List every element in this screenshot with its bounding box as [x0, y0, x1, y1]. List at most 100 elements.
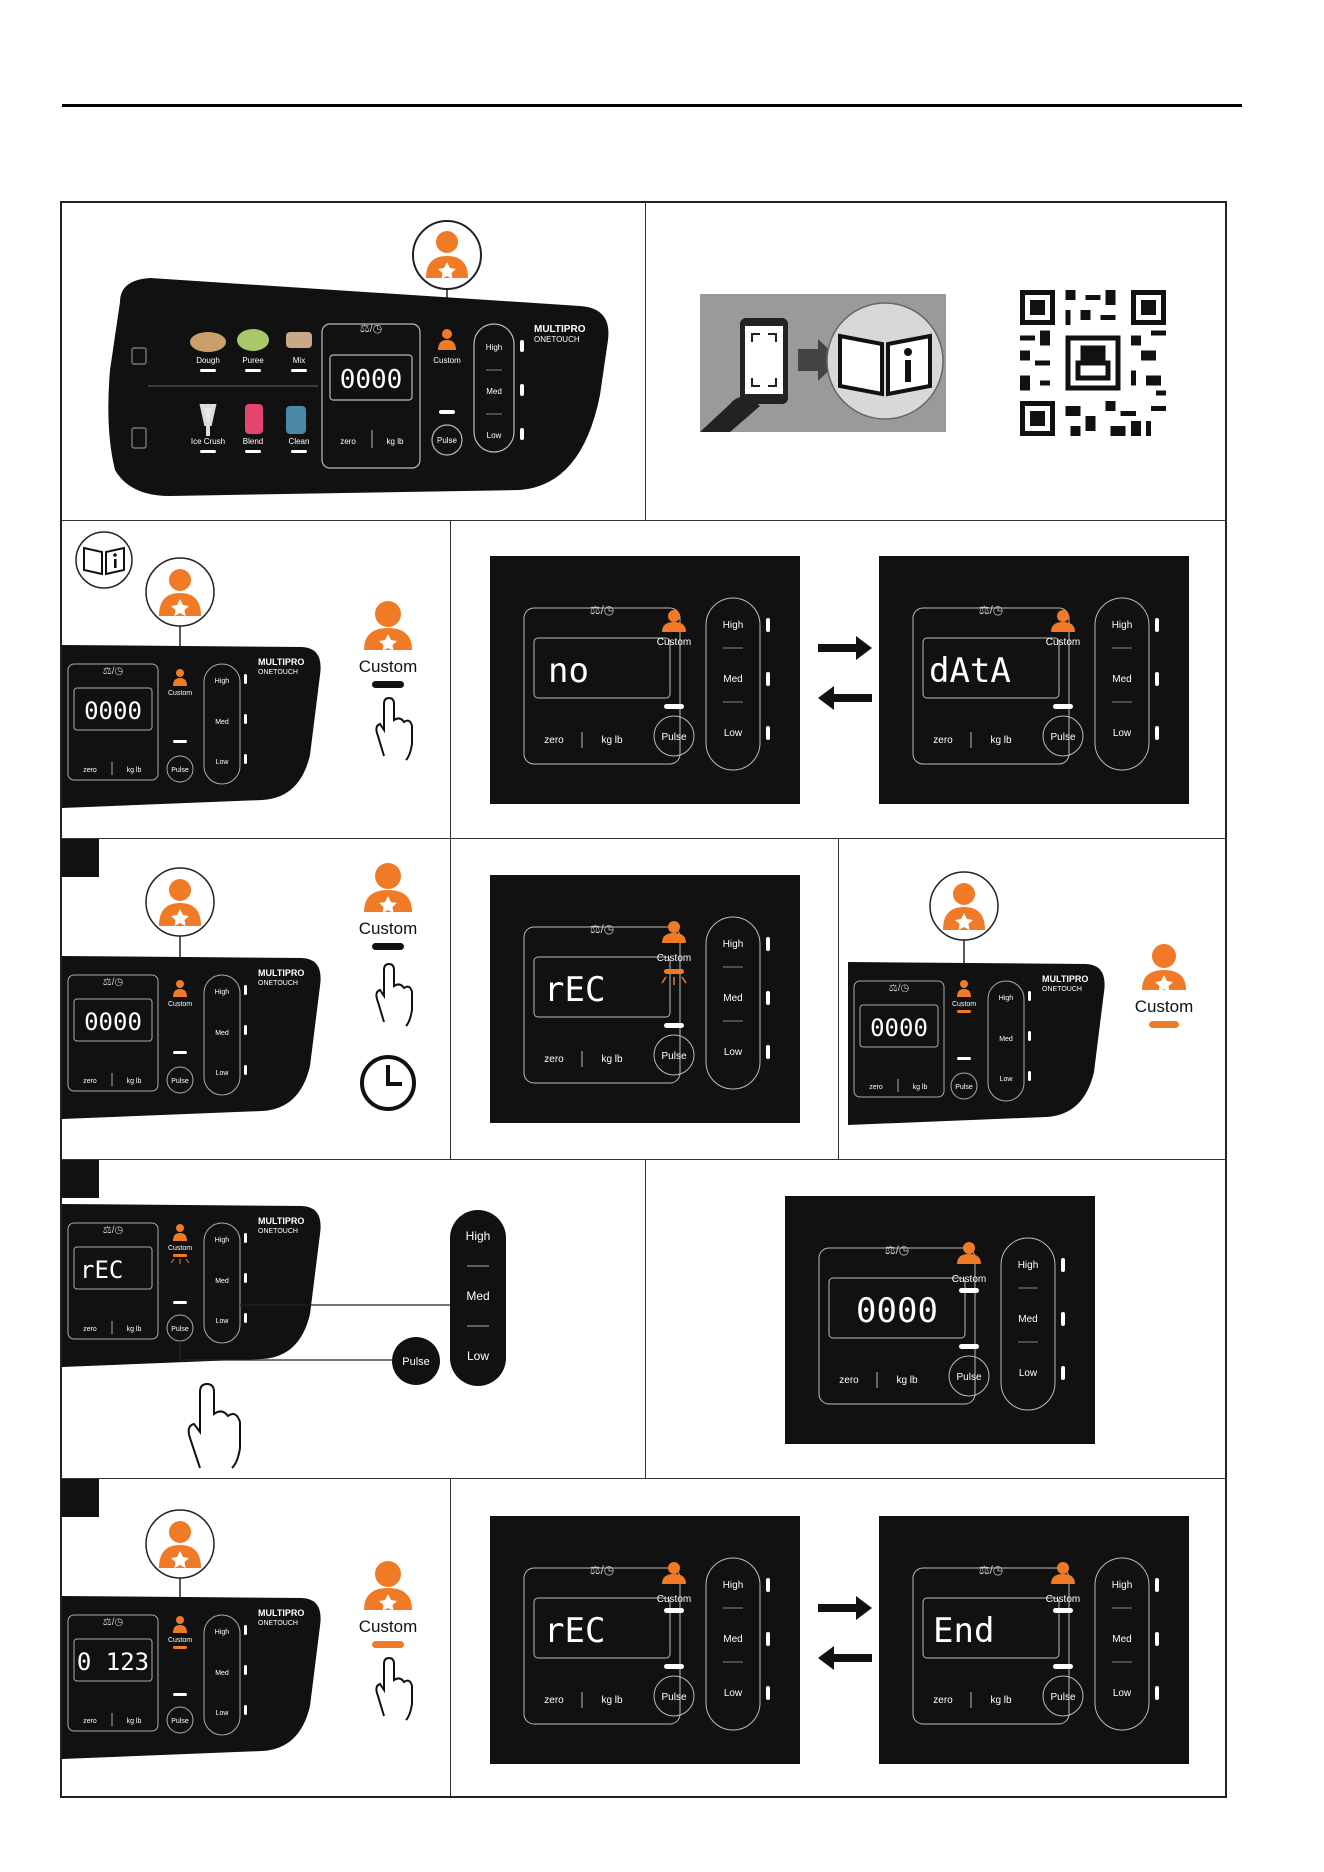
- arrow-right-icon: [798, 339, 840, 381]
- speed-med[interactable]: Med: [486, 387, 502, 396]
- kg-lb-button[interactable]: kg lb: [387, 437, 404, 446]
- svg-text:ONETOUCH: ONETOUCH: [258, 669, 298, 676]
- svg-text:Med: Med: [723, 1634, 742, 1645]
- svg-text:⚖/◷: ⚖/◷: [103, 1225, 124, 1236]
- col-divider: [645, 202, 646, 520]
- svg-text:⚖/◷: ⚖/◷: [103, 1617, 124, 1628]
- svg-text:Med: Med: [1018, 1314, 1037, 1325]
- speed-low[interactable]: Low: [467, 1349, 489, 1363]
- header-rule: [62, 104, 1242, 107]
- svg-text:Custom: Custom: [168, 1245, 192, 1252]
- svg-text:Low: Low: [1113, 728, 1132, 739]
- pulse-label: Pulse: [437, 436, 458, 445]
- program-label-ice-crush: Ice Crush: [191, 437, 225, 446]
- phone-hand-icon: [700, 318, 788, 432]
- speed-high[interactable]: High: [486, 343, 502, 352]
- custom-button-hold: Custom: [359, 863, 417, 1111]
- display-readout: rEC: [544, 970, 605, 1010]
- svg-text:Custom: Custom: [657, 953, 691, 964]
- svg-text:Pulse: Pulse: [1050, 1692, 1075, 1703]
- display-readout: no: [548, 651, 589, 691]
- pulse-button[interactable]: [950, 1072, 978, 1100]
- svg-text:Low: Low: [1000, 1076, 1014, 1083]
- svg-text:⚖/◷: ⚖/◷: [103, 977, 124, 988]
- display-readout: 0000: [340, 365, 403, 395]
- ice-crush-image: [199, 404, 217, 436]
- display-readout: rEC: [80, 1256, 123, 1284]
- svg-text:High: High: [215, 1629, 230, 1636]
- svg-text:zero: zero: [83, 1326, 97, 1333]
- svg-text:kg lb: kg lb: [127, 767, 142, 774]
- pulse-button[interactable]: [1042, 1675, 1084, 1717]
- svg-text:Low: Low: [216, 759, 230, 766]
- custom-label: Custom: [433, 356, 461, 365]
- panel-custom-blinking: ⚖/◷ 0000 zero kg lb Custom Pulse High Me…: [848, 871, 1105, 1125]
- display-readout: 0000: [856, 1291, 938, 1331]
- svg-text:Med: Med: [723, 674, 742, 685]
- manual-book-icon: [75, 531, 133, 589]
- pulse-button[interactable]: [166, 1066, 194, 1094]
- pulse-button[interactable]: [1042, 715, 1084, 757]
- svg-text:Low: Low: [724, 1047, 743, 1058]
- svg-text:zero: zero: [83, 1078, 97, 1085]
- speed-high[interactable]: High: [466, 1229, 491, 1243]
- pulse-button[interactable]: [948, 1355, 990, 1397]
- svg-text:Med: Med: [999, 1036, 1013, 1043]
- svg-text:kg lb: kg lb: [127, 1718, 142, 1725]
- display-readout: 0 123: [77, 1648, 149, 1676]
- pulse-button[interactable]: [653, 1034, 695, 1076]
- custom-label: Custom: [1135, 997, 1194, 1016]
- custom-icon[interactable]: [438, 329, 456, 350]
- svg-text:Low: Low: [724, 1688, 743, 1699]
- svg-text:High: High: [723, 620, 744, 631]
- pulse-button[interactable]: [431, 424, 463, 456]
- speed-med[interactable]: Med: [466, 1289, 489, 1303]
- toggle-arrows: [818, 1596, 872, 1670]
- pulse-button[interactable]: [166, 1706, 194, 1734]
- svg-text:Pulse: Pulse: [171, 767, 189, 774]
- svg-text:kg lb: kg lb: [601, 1054, 623, 1065]
- svg-text:kg lb: kg lb: [990, 735, 1012, 746]
- row-divider: [61, 1159, 1226, 1160]
- speed-selector-callout[interactable]: [450, 1210, 506, 1386]
- pulse-button[interactable]: [653, 1675, 695, 1717]
- custom-button-active: Custom: [1135, 944, 1194, 1028]
- speed-low[interactable]: Low: [487, 431, 502, 440]
- clean-image: [286, 406, 306, 434]
- custom-button-press-orange: Custom: [359, 1561, 417, 1721]
- finger-press-icon: [187, 1382, 241, 1469]
- pulse-button-callout[interactable]: [392, 1337, 440, 1385]
- step-marker: [61, 1160, 99, 1198]
- svg-text:zero: zero: [83, 767, 97, 774]
- brand-subname: ONETOUCH: [534, 335, 580, 344]
- speed-selector[interactable]: [473, 323, 515, 453]
- panel-custom-press: ⚖/◷ 0000 zero kg lb Custom Pulse High Me…: [62, 531, 321, 808]
- program-label-clean: Clean: [289, 437, 310, 446]
- clock-icon: [360, 1055, 416, 1111]
- panel-custom-hold: ⚖/◷ 0000 zero kg lb Custom Pulse High Me…: [62, 867, 321, 1119]
- display-rec: ⚖/◷ rEC zero kg lb Custom Pulse High Med…: [490, 875, 800, 1123]
- row-divider: [61, 838, 1226, 839]
- svg-text:⚖/◷: ⚖/◷: [590, 1563, 615, 1577]
- svg-text:Custom: Custom: [657, 637, 691, 648]
- display-readout: End: [933, 1611, 994, 1651]
- panel-custom-stop: ⚖/◷ 0 123 zero kg lb Custom Pulse High M…: [62, 1509, 321, 1759]
- zero-button[interactable]: zero: [340, 437, 356, 446]
- pulse-button[interactable]: [166, 755, 194, 783]
- finger-press-icon: [375, 962, 413, 1027]
- svg-text:Custom: Custom: [952, 1274, 986, 1285]
- row-divider: [61, 1478, 1226, 1479]
- panel-record-speed: ⚖/◷ rEC zero kg lb Custom Pulse High Med…: [62, 1204, 506, 1469]
- col-divider: [450, 1478, 451, 1797]
- qr-code[interactable]: [1020, 290, 1166, 436]
- col-divider: [645, 1159, 646, 1478]
- pulse-button[interactable]: [653, 715, 695, 757]
- svg-text:MULTIPRO: MULTIPRO: [1042, 974, 1088, 984]
- custom-label: Custom: [359, 657, 418, 676]
- arrow-left-icon: [818, 1646, 872, 1670]
- svg-text:Low: Low: [1019, 1368, 1038, 1379]
- svg-text:zero: zero: [544, 1054, 564, 1065]
- svg-text:High: High: [1112, 1580, 1133, 1591]
- custom-led: [372, 681, 404, 688]
- svg-text:High: High: [215, 989, 230, 996]
